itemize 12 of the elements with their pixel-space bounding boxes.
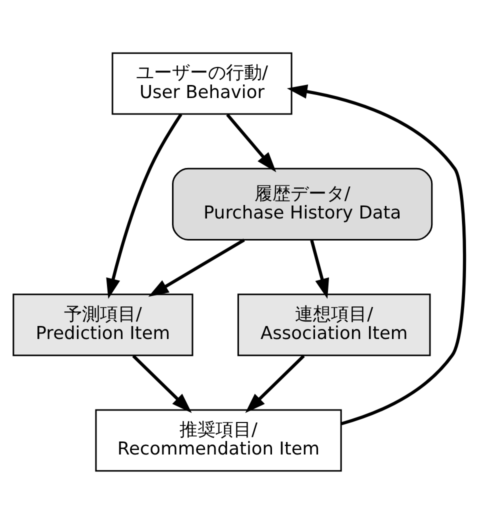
- arrow: [132, 354, 192, 414]
- arrow: [226, 114, 276, 172]
- node-box: 連想項目/ Association Item: [237, 294, 431, 356]
- node-box: 履歴データ/ Purchase History Data: [172, 168, 433, 241]
- node-box: 推奨項目/ Recommendation Item: [95, 409, 342, 472]
- arrow: [245, 354, 305, 414]
- node-box: 予測項目/ Prediction Item: [12, 294, 194, 356]
- arrow: [148, 238, 245, 297]
- arrow: [106, 114, 182, 299]
- arrow: [286, 84, 466, 426]
- node-box: ユーザーの行動/ User Behavior: [112, 52, 292, 115]
- arrow: [310, 240, 330, 299]
